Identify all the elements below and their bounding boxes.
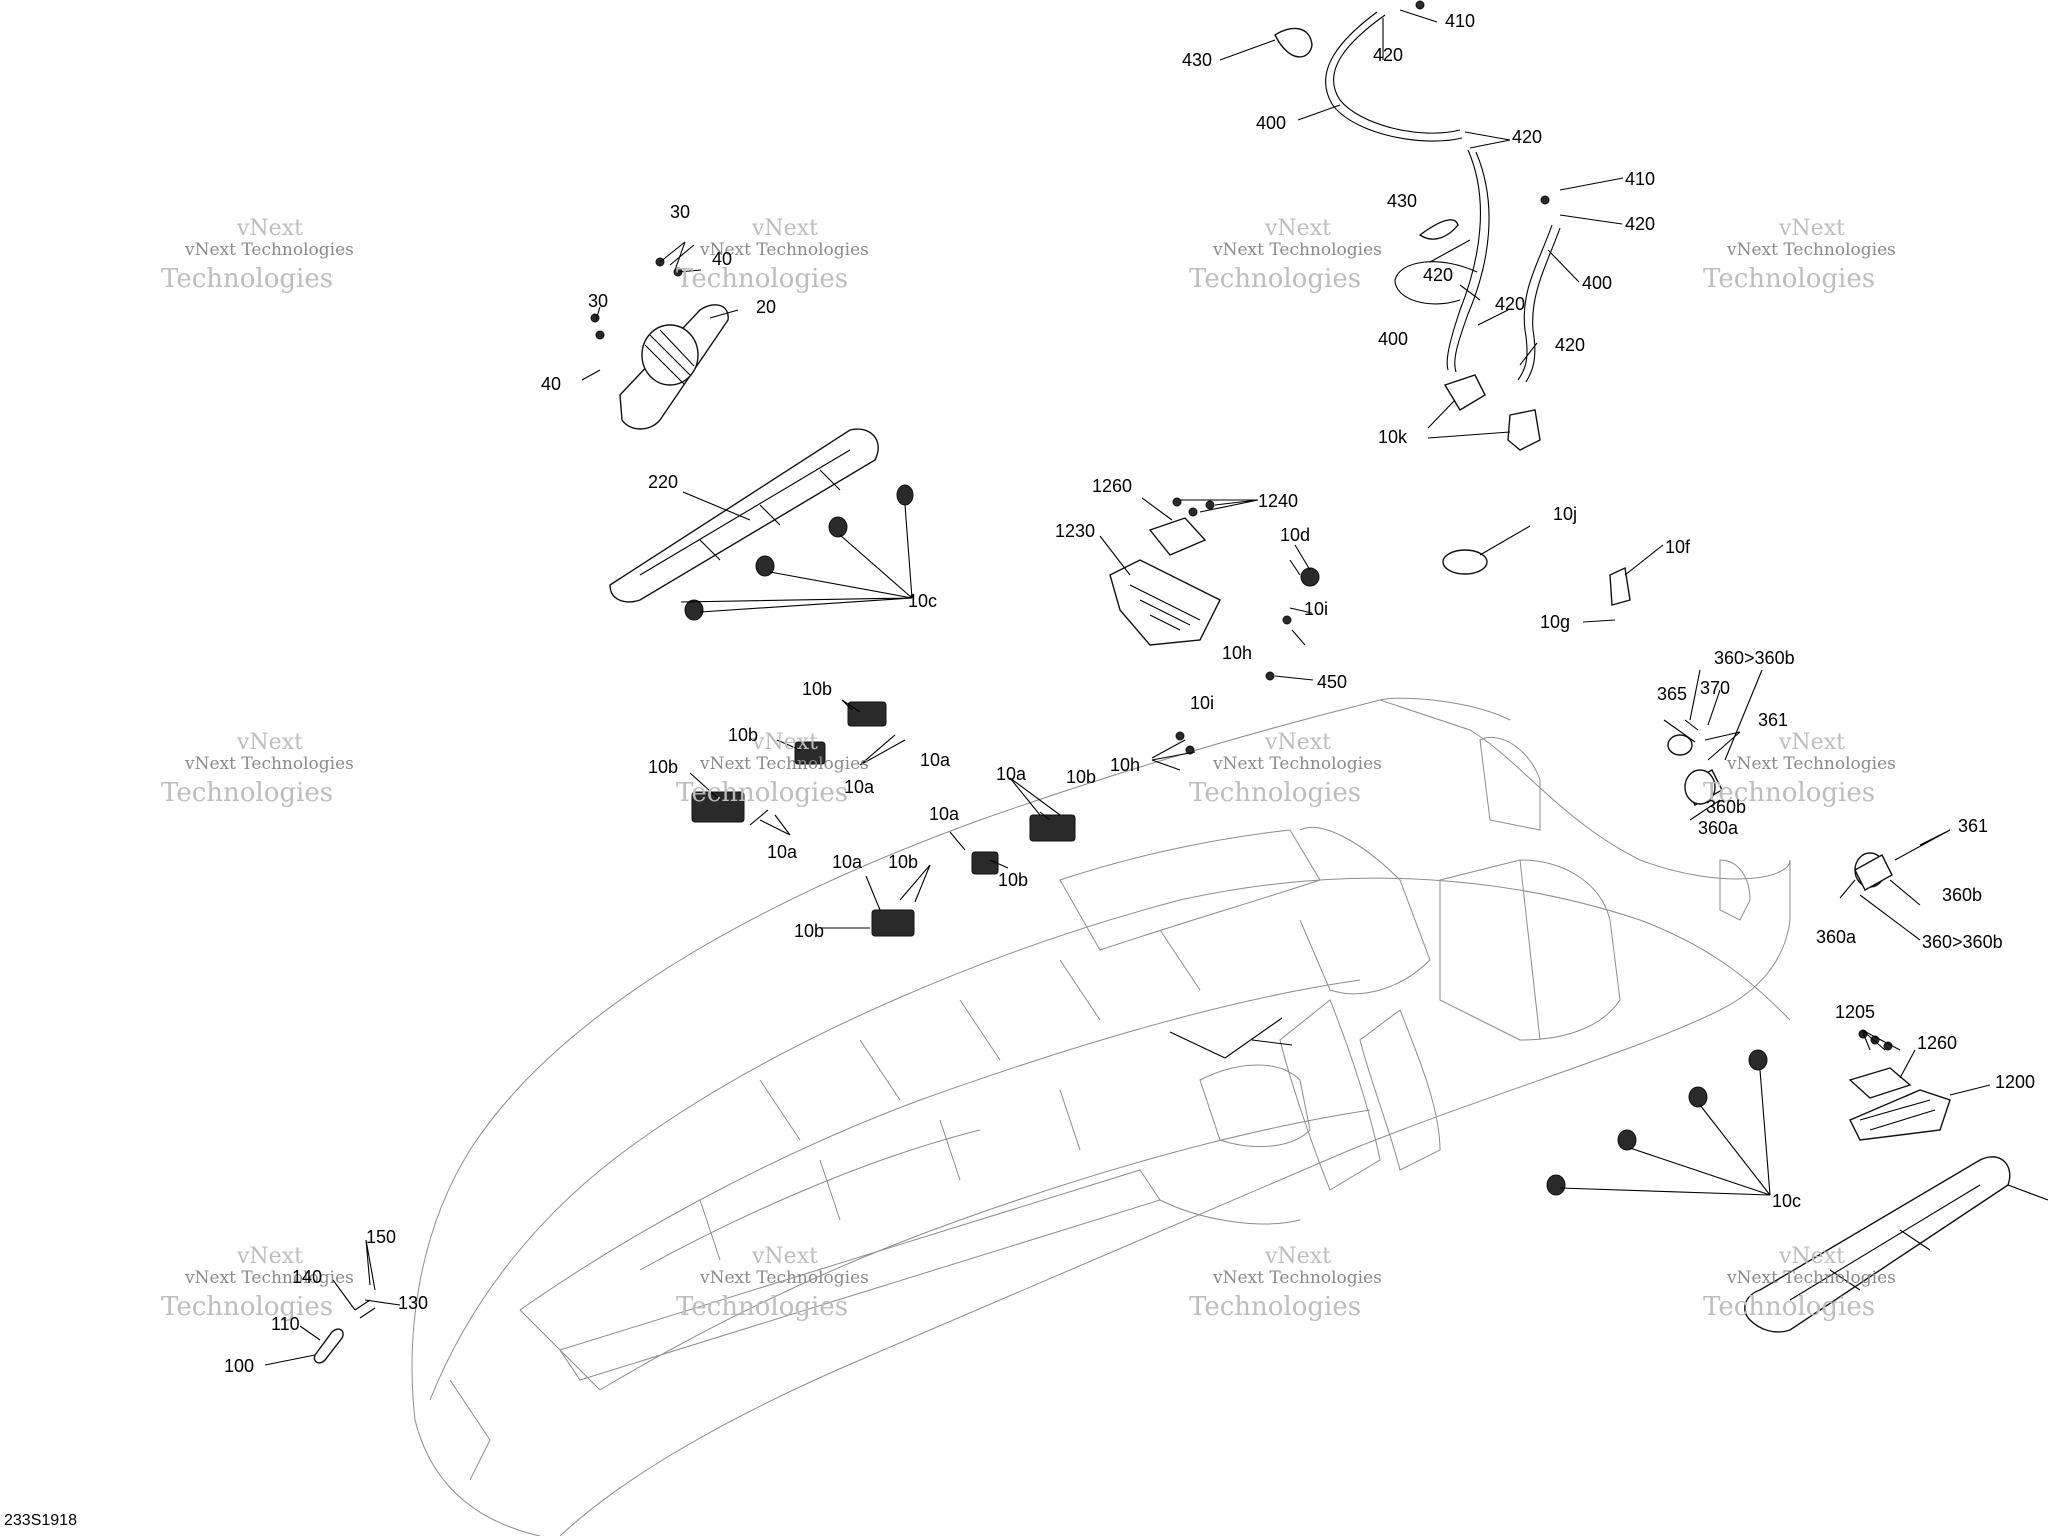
callout-1260: 1260	[1092, 476, 1133, 496]
callout-10g: 10g	[1540, 612, 1571, 632]
callout-110: 110	[271, 1314, 300, 1334]
callout-10b: 10b	[802, 679, 833, 699]
callout-361: 361	[1758, 710, 1789, 730]
callout-10a: 10a	[832, 852, 863, 872]
callout-360-360b: 360>360b	[1714, 648, 1795, 668]
callout-40: 40	[712, 249, 733, 269]
hoses-400	[1274, 11, 1561, 383]
callout-361: 361	[1958, 816, 1989, 836]
plate-1200	[1848, 1067, 1951, 1141]
callout-450: 450	[1317, 672, 1348, 692]
callout-10b: 10b	[998, 870, 1029, 890]
callout-420: 420	[1373, 45, 1404, 65]
callout-360b: 360b	[1942, 885, 1983, 905]
callout-420: 420	[1495, 294, 1526, 314]
callout-10i: 10i	[1190, 693, 1215, 713]
callout-420: 420	[1512, 127, 1543, 147]
callout-10b: 10b	[728, 725, 759, 745]
callout-30: 30	[588, 291, 609, 311]
plate-1230	[1109, 517, 1221, 646]
callout-10j: 10j	[1553, 504, 1578, 524]
callout-365: 365	[1657, 684, 1688, 704]
callout-410: 410	[1625, 169, 1656, 189]
callout-10c: 10c	[908, 591, 938, 611]
callout-400: 400	[1256, 113, 1287, 133]
callout-360a: 360a	[1816, 927, 1857, 947]
callout-10h: 10h	[1222, 643, 1253, 663]
callout-10a: 10a	[929, 804, 960, 824]
callout-10b: 10b	[794, 921, 825, 941]
callout-10b: 10b	[1066, 767, 1097, 787]
callout-420: 420	[1555, 335, 1586, 355]
callout-420: 420	[1625, 214, 1656, 234]
callout-10i: 10i	[1304, 599, 1329, 619]
drawing-code: 233S1918	[4, 1512, 77, 1529]
callout-10a: 10a	[996, 764, 1027, 784]
callout-220: 220	[648, 472, 679, 492]
handle-20	[619, 304, 729, 430]
callout-30: 30	[670, 202, 691, 222]
callout-20: 20	[756, 297, 777, 317]
callout-130: 130	[398, 1293, 429, 1313]
callout-10b: 10b	[888, 852, 919, 872]
grommets-10c	[684, 484, 1768, 1196]
callout-430: 430	[1182, 50, 1213, 70]
callout-10d: 10d	[1280, 525, 1311, 545]
callout-140: 140	[292, 1267, 323, 1287]
callout-150: 150	[366, 1227, 397, 1247]
callout-360a: 360a	[1698, 818, 1739, 838]
leader-lines	[264, 9, 1991, 1366]
callout-10f: 10f	[1665, 537, 1691, 557]
callout-10a: 10a	[920, 750, 951, 770]
callout-10a: 10a	[844, 777, 875, 797]
callout-40: 40	[541, 374, 562, 394]
small-parts-100-150	[313, 1299, 376, 1364]
callout-1200: 1200	[1995, 1072, 2036, 1092]
callout-1240: 1240	[1258, 491, 1299, 511]
rail-220	[609, 428, 879, 603]
hull-wireframe	[411, 697, 1791, 1536]
callout-430: 430	[1387, 191, 1418, 211]
callout-10h: 10h	[1110, 755, 1141, 775]
callout-420: 420	[1423, 265, 1454, 285]
callout-10c: 10c	[1772, 1191, 1802, 1211]
rear-step	[1744, 1156, 2048, 1333]
callout-410: 410	[1445, 11, 1476, 31]
callout-10k: 10k	[1378, 427, 1408, 447]
fasteners	[590, 0, 1893, 1051]
callout-400: 400	[1378, 329, 1409, 349]
callout-360b: 360b	[1706, 797, 1747, 817]
assembly-360	[1667, 734, 1893, 891]
clips-10k-10j-10f	[1300, 374, 1631, 606]
callout-10b: 10b	[648, 757, 679, 777]
callout-360-360b: 360>360b	[1922, 932, 2003, 952]
callout-10a: 10a	[767, 842, 798, 862]
callout-1260: 1260	[1917, 1033, 1958, 1053]
callout-370: 370	[1700, 678, 1731, 698]
callout-400: 400	[1582, 273, 1613, 293]
callout-1205: 1205	[1835, 1002, 1876, 1022]
callout-100: 100	[224, 1356, 255, 1376]
callout-1230: 1230	[1055, 521, 1096, 541]
